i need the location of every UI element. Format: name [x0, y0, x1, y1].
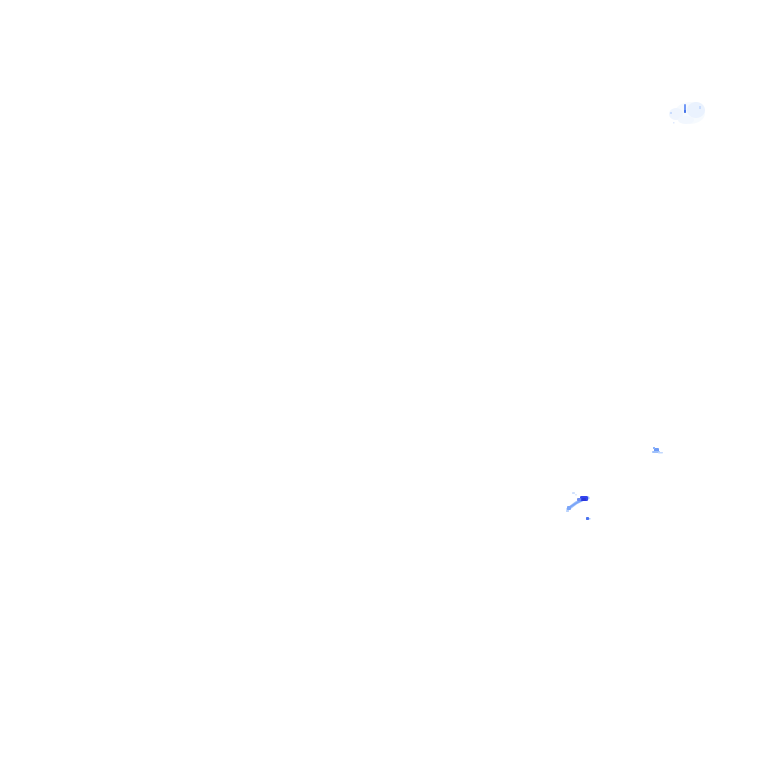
smudge-body-lower: [678, 116, 694, 124]
smudge-accent-tick: [684, 104, 686, 112]
streak-dark-blob-core: [582, 498, 586, 501]
streak-speck-upper-b: [575, 494, 577, 496]
streak-blob-edge: [577, 498, 581, 501]
smudge-speck-a: [670, 112, 672, 114]
ink-mark-tiny-blue-dot: [586, 517, 591, 520]
dash-speck: [653, 447, 655, 449]
streak-speck-upper: [572, 492, 575, 494]
streak-speck-lower: [566, 510, 569, 512]
dash-tail: [652, 451, 660, 453]
ink-mark-faint-smudge-cluster: [669, 102, 705, 124]
smudge-body-left: [669, 108, 683, 120]
ink-mark-short-blue-dash: [652, 447, 663, 454]
dot-edge: [589, 518, 591, 520]
streak-tail-blob: [567, 506, 571, 510]
smudge-speck-b: [699, 106, 701, 109]
dot-core: [586, 517, 589, 520]
dash-tail-fade: [658, 452, 663, 454]
smudge-speck-c: [673, 122, 675, 124]
ink-mark-diagonal-blue-streak: [566, 492, 590, 512]
smudge-body-right: [687, 102, 705, 118]
smudge-accent-tick-core: [684, 110, 686, 113]
